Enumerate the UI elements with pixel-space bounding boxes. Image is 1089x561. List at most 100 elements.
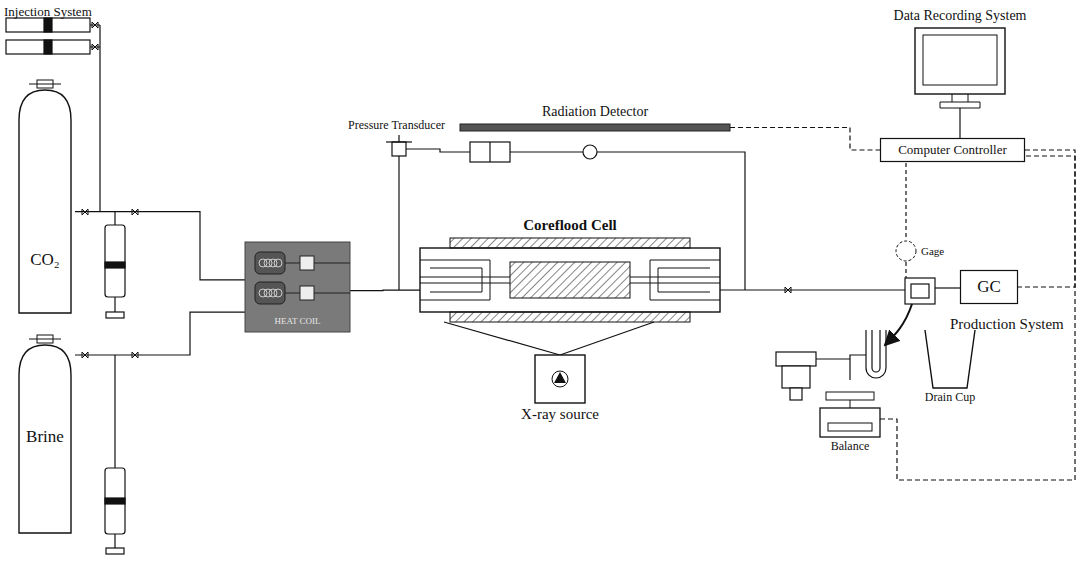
drain-cup-outline-part xyxy=(925,330,975,388)
node-text: Balance xyxy=(831,440,870,454)
pressure-transducer-part xyxy=(406,149,470,152)
balance-outline-part xyxy=(850,400,851,408)
co2-accumulator xyxy=(105,212,125,318)
u-tube-part xyxy=(866,330,886,378)
radiation-detector-outline-part xyxy=(460,124,730,131)
coreflood-cell-outline-part xyxy=(510,262,630,298)
monitor: Data Recording System xyxy=(915,28,1005,108)
brine-accumulator-part xyxy=(105,468,125,534)
balance-outline xyxy=(820,392,880,437)
node-text: Gage xyxy=(921,245,944,258)
pressure-transducer-part xyxy=(398,135,399,142)
controller-box: Computer Controller xyxy=(880,138,1025,162)
monitor-outline-part xyxy=(915,28,1005,94)
monitor-outline-part xyxy=(923,35,997,85)
outlet-line-part xyxy=(935,287,960,288)
xray-source-outline xyxy=(535,355,585,403)
pressure-transducer-part xyxy=(583,145,597,159)
drain-cup-outline xyxy=(925,330,975,388)
xray-source-outline-part xyxy=(554,372,566,383)
syringe-pumps-part xyxy=(44,18,52,32)
brine-accumulator xyxy=(105,355,125,554)
valves-part xyxy=(92,44,98,50)
syringe-pumps-part xyxy=(90,25,100,212)
flow-line xyxy=(75,312,245,355)
coreflood-cell: Coreflood Cell xyxy=(420,238,720,322)
gage-outline xyxy=(895,240,917,262)
pressure-transducer-part xyxy=(489,142,490,162)
flow-line xyxy=(959,108,960,138)
pressure-transducer-part xyxy=(398,156,399,290)
balance-outline-part xyxy=(828,423,872,431)
valves-part xyxy=(92,22,98,28)
heat-coil-outline-part xyxy=(255,282,285,304)
node-text: Brine xyxy=(26,427,64,447)
u-tube xyxy=(850,330,886,380)
brine-accumulator-part xyxy=(106,548,124,554)
heat-coil-outline-part xyxy=(274,289,282,297)
balance-pump-part xyxy=(790,388,802,400)
coreflood-cell-outline-part xyxy=(450,312,690,322)
balance-pump-part xyxy=(816,358,850,359)
flow-line xyxy=(75,212,245,280)
balance-outline-part xyxy=(826,392,874,400)
balance-outline-part xyxy=(820,408,880,437)
heat-coil-outline-part xyxy=(274,259,282,267)
co2-accumulator-part xyxy=(106,312,124,318)
node-text: Drain Cup xyxy=(925,391,975,405)
outlet-line xyxy=(720,163,960,345)
syringe-pumps-part xyxy=(44,40,52,54)
radiation-detector-outline xyxy=(460,124,730,131)
heat-coil-outline-part xyxy=(245,242,350,332)
heat-coil-outline-part xyxy=(300,256,314,270)
gas-cylinder-outline-part xyxy=(29,84,61,85)
pressure-transducer-part xyxy=(392,142,406,156)
pressure-transducer-part xyxy=(510,151,583,152)
co2-accumulator-part xyxy=(114,297,115,312)
co2-accumulator-part xyxy=(105,225,125,297)
monitor-outline xyxy=(915,28,1005,108)
radiation-detector: Radiation Detector xyxy=(460,124,730,131)
section-label: Production System xyxy=(950,316,1064,333)
balance-pump-part xyxy=(782,366,810,388)
xray-source-outline-part xyxy=(535,355,585,403)
u-tube-part xyxy=(872,330,880,372)
brine-cylinder-outline-part xyxy=(29,339,61,340)
outlet-line-part xyxy=(905,278,935,304)
coreflood-cell-outline xyxy=(420,238,720,322)
gas-cylinder-outline-part xyxy=(19,90,71,313)
valves xyxy=(82,22,791,358)
brine-cylinder-outline-part xyxy=(19,345,71,533)
pressure-transducer-part xyxy=(470,142,510,162)
outlet-line-part xyxy=(911,284,929,298)
part-label: Pressure Transducer xyxy=(348,118,445,133)
controller-box-outline-part xyxy=(881,139,1025,162)
signal-line xyxy=(1018,150,1075,287)
node-text: Coreflood Cell xyxy=(523,217,616,234)
gas-cylinder: CO₂ xyxy=(15,80,75,315)
gage: Gage xyxy=(895,240,917,262)
node-text: CO₂ xyxy=(30,250,60,270)
signal-line xyxy=(730,128,880,151)
co2-accumulator-part xyxy=(114,212,115,225)
brine-accumulator-part xyxy=(114,355,115,468)
node-text: X-ray source xyxy=(521,406,599,423)
heat-coil-outline-part xyxy=(255,252,285,274)
balance: Balance xyxy=(820,392,880,437)
balance-pump-part xyxy=(776,352,816,366)
outlet-line-part xyxy=(885,304,912,345)
outlet-line-part xyxy=(720,289,905,290)
gas-cylinder-outline xyxy=(15,80,75,315)
xray-source: X-ray source xyxy=(535,355,585,403)
gage-outline-part xyxy=(896,241,916,261)
syringe-pumps-part xyxy=(6,18,90,32)
xray-source-outline-part xyxy=(552,371,568,387)
node-text: Radiation Detector xyxy=(542,104,648,120)
flow-line xyxy=(350,289,420,291)
node-text: Data Recording System xyxy=(894,8,1027,24)
syringe-pumps-part xyxy=(6,40,90,54)
heat-coil-outline-part xyxy=(300,286,314,300)
node-text: GC xyxy=(977,277,1001,297)
gc-box-outline-part xyxy=(961,271,1018,304)
brine-accumulator-part xyxy=(105,498,125,504)
